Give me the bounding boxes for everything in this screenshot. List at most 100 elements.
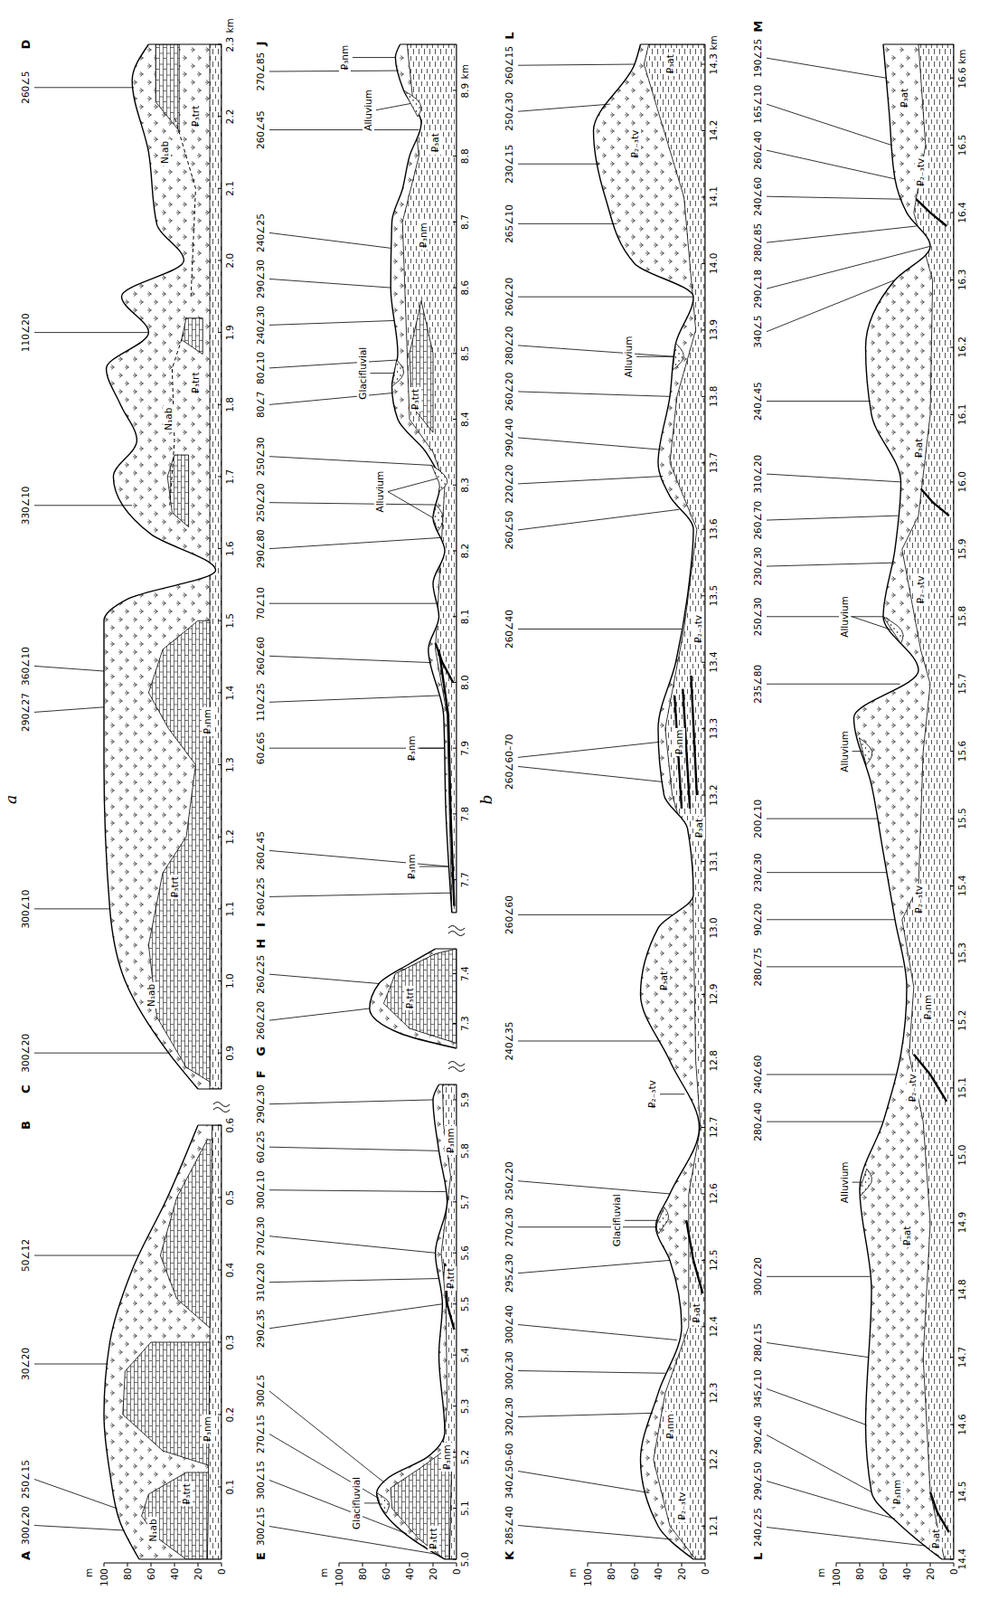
dip-strike-label: 340∠50–60 <box>503 1441 516 1499</box>
axis-tick <box>634 1562 636 1566</box>
km-tick <box>452 550 457 552</box>
km-tick <box>950 1423 954 1425</box>
km-tick <box>950 347 954 349</box>
height-axis-label: 0 <box>216 1567 228 1574</box>
scale-break <box>448 1061 465 1066</box>
km-tick <box>217 475 222 477</box>
unit-label: ₽₃nm <box>405 851 418 881</box>
height-axis-label: 100 <box>98 1567 111 1586</box>
leader-line <box>518 628 682 630</box>
km-tick-label: 15.8 <box>956 605 969 627</box>
unit-label: ₽₃at <box>898 86 911 110</box>
height-axis-label: 100 <box>333 1567 346 1586</box>
km-tick-label: 16.3 <box>956 269 969 291</box>
leader-line <box>766 1434 872 1492</box>
km-tick-label: 13.5 <box>707 584 720 606</box>
km-tick <box>217 691 222 693</box>
section-profile <box>854 44 955 1559</box>
dip-strike-label: 280∠40 <box>752 1101 764 1142</box>
dip-strike-label: 260∠45 <box>254 829 267 871</box>
soil-cover <box>376 1083 457 1559</box>
scale-break <box>213 1102 230 1107</box>
km-tick <box>701 130 706 132</box>
km-tick <box>217 907 222 909</box>
leader-line <box>766 683 901 685</box>
km-tick <box>452 221 457 223</box>
km-tick-label: 14.3 <box>707 53 720 75</box>
section-profile <box>369 948 457 1048</box>
dip-strike-label: 260∠40 <box>503 608 516 650</box>
section-letter: A <box>18 1550 34 1560</box>
axis-unit-label: km <box>707 35 720 50</box>
unit-label: Alluvium <box>362 87 375 133</box>
leader-line <box>34 706 104 713</box>
section-profile <box>593 44 707 1559</box>
height-axis-label: 80 <box>605 1567 618 1580</box>
dip-strike-label: 300∠5 <box>254 1373 267 1408</box>
km-tick <box>452 89 457 91</box>
unit-label: ₽₃at <box>930 1526 942 1550</box>
km-tick <box>701 528 706 530</box>
leader-line <box>518 223 618 225</box>
unit-label: ₽₃at <box>690 1300 703 1324</box>
leader-line <box>269 456 432 466</box>
km-tick <box>452 155 457 157</box>
rock-body <box>409 301 434 433</box>
leader-line <box>518 508 679 530</box>
unit-label: Glacifluvial <box>611 1191 623 1248</box>
km-tick <box>217 836 222 838</box>
km-tick <box>217 1486 222 1488</box>
km-tick-label: 15.2 <box>956 1009 969 1031</box>
section-end <box>444 1558 457 1560</box>
leader-line <box>269 536 441 548</box>
rock-body <box>148 620 210 1082</box>
axis-tick <box>883 1562 885 1566</box>
dip-strike-label: 300∠30 <box>503 1349 516 1391</box>
km-tick <box>701 1525 706 1526</box>
dip-strike-label: 260∠20 <box>254 999 267 1041</box>
dip-strike-label: 320∠30 <box>503 1395 516 1437</box>
dip-strike-label: 300∠20 <box>752 1255 764 1297</box>
unit-label: ₽₃nm <box>922 992 934 1022</box>
km-tick <box>452 484 457 486</box>
unit-label: ₽₃trt <box>189 369 202 395</box>
km-tick-label: 13.7 <box>707 452 720 473</box>
dip-strike-label: 260∠20 <box>503 371 516 413</box>
leader-line <box>518 1470 650 1493</box>
leader-line <box>269 655 432 662</box>
km-tick-label: 14.1 <box>707 186 720 208</box>
km-tick <box>701 329 706 330</box>
km-tick <box>950 414 954 415</box>
leader-line <box>269 232 392 248</box>
dip-strike-label: 300∠15 <box>254 1459 267 1500</box>
km-tick <box>217 115 222 117</box>
leader-line <box>852 1181 863 1183</box>
leader-line <box>518 741 660 757</box>
leader-line <box>766 150 895 179</box>
km-tick <box>950 615 954 617</box>
km-tick <box>950 818 954 820</box>
section-end <box>693 1558 706 1560</box>
leader-line <box>518 1324 678 1340</box>
leader-line <box>659 1092 685 1094</box>
km-tick-label: 12.5 <box>707 1249 720 1271</box>
km-tick <box>701 794 706 796</box>
axis-tick <box>859 1562 861 1566</box>
km-tick-label: 7.8 <box>459 806 471 822</box>
km-tick <box>452 747 457 749</box>
unit-label: ₽₃trt <box>189 103 202 129</box>
leader-line <box>766 57 886 78</box>
dip-strike-label: 260∠25 <box>254 875 267 917</box>
km-tick-label: 5.7 <box>459 1194 471 1210</box>
section-end <box>148 44 222 46</box>
dip-strike-label: 200∠10 <box>752 798 764 839</box>
km-tick <box>701 927 706 929</box>
km-tick <box>452 681 457 683</box>
km-tick-label: 8.1 <box>459 609 471 625</box>
unit-label: ₽₃nm <box>891 1477 904 1507</box>
sand-lens <box>433 504 443 531</box>
dip-strike-label: 270∠85 <box>254 51 267 93</box>
km-tick <box>452 1354 457 1356</box>
unit-label: ₽₃nm <box>664 1411 677 1441</box>
rock-body <box>209 44 222 1089</box>
